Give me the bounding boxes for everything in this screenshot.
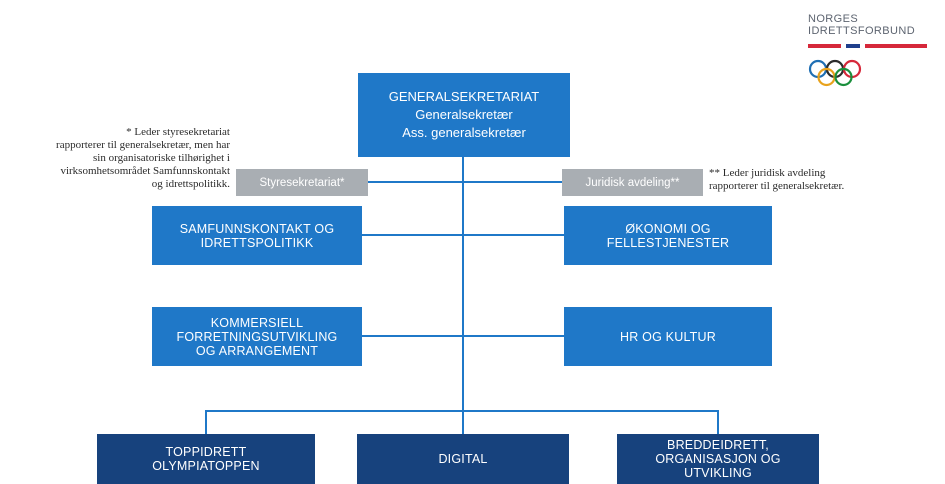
styresekretariat-box: Styresekretariat*: [236, 169, 368, 196]
box-line: ØKONOMI OG: [625, 221, 711, 236]
box-line: KOMMERSIELL: [210, 315, 304, 330]
hr-kultur-box: HR OG KULTUR: [564, 307, 772, 366]
staff-connector-left: [368, 181, 462, 183]
box-line: FORRETNINGSUTVIKLING: [176, 329, 338, 344]
note-line: sin organisatoriske tilhørighet i: [93, 152, 230, 164]
box-line: SAMFUNNSKONTAKT OG: [179, 221, 335, 236]
note-line: rapporterer til generalsekretær, men har: [56, 139, 230, 151]
flag-stripe: [808, 44, 927, 48]
ass-generalsekretar-label: Ass. generalsekretær: [402, 125, 526, 140]
note-line: rapporterer til generalsekretær.: [709, 180, 845, 192]
box-line: OLYMPIATOPPEN: [152, 459, 260, 473]
box-line: BREDDEIDRETT,: [667, 438, 769, 452]
box-line: TOPPIDRETT: [165, 445, 247, 459]
generalsekretariat-box: GENERALSEKRETARIAT Generalsekretær Ass. …: [358, 73, 570, 157]
box-line: DIGITAL: [438, 452, 488, 466]
okonomi-box: ØKONOMI OG FELLESTJENESTER: [564, 206, 772, 265]
staff-connector-right: [464, 181, 562, 183]
styresekretariat-note: * Leder styresekretariat rapporterer til…: [56, 126, 230, 191]
note-line: * Leder styresekretariat: [126, 126, 230, 138]
drop-line-left: [205, 410, 207, 434]
box-line: HR OG KULTUR: [620, 329, 716, 344]
norges-idrettsforbund-logo-icon: [808, 44, 927, 87]
juridisk-avdeling-label: Juridisk avdeling**: [585, 176, 680, 189]
digital-box: DIGITAL: [357, 434, 569, 484]
breddeidrett-box: BREDDEIDRETT, ORGANISASJON OG UTVIKLING: [617, 434, 819, 484]
toppidrett-box: TOPPIDRETT OLYMPIATOPPEN: [97, 434, 315, 484]
row2-connector-right: [464, 335, 564, 337]
logo-text-line2: IDRETTSFORBUND: [808, 24, 916, 37]
styresekretariat-label: Styresekretariat*: [259, 176, 345, 189]
drop-line-center: [462, 410, 464, 434]
kommersiell-box: KOMMERSIELL FORRETNINGSUTVIKLING OG ARRA…: [152, 307, 362, 366]
juridisk-avdeling-box: Juridisk avdeling**: [562, 169, 703, 196]
box-line: UTVIKLING: [684, 466, 752, 480]
samfunnskontakt-box: SAMFUNNSKONTAKT OG IDRETTSPOLITIKK: [152, 206, 362, 265]
drop-line-right: [717, 410, 719, 434]
box-line: FELLESTJENESTER: [606, 235, 730, 250]
box-line: IDRETTSPOLITIKK: [200, 235, 314, 250]
row2-connector-left: [362, 335, 462, 337]
box-line: ORGANISASJON OG: [655, 452, 781, 466]
trunk-line: [462, 157, 464, 411]
row1-connector-right: [464, 234, 564, 236]
generalsekretar-label: Generalsekretær: [415, 107, 513, 122]
row1-connector-left: [362, 234, 462, 236]
box-line: OG ARRANGEMENT: [195, 343, 319, 358]
note-line: ** Leder juridisk avdeling: [709, 167, 826, 179]
juridisk-note: ** Leder juridisk avdeling rapporterer t…: [709, 167, 844, 193]
logo-text-line1: NORGES: [808, 13, 859, 25]
note-line: og idrettspolitikk.: [151, 178, 230, 190]
olympic-rings-icon: [808, 59, 862, 87]
generalsekretariat-title: GENERALSEKRETARIAT: [388, 89, 540, 104]
note-line: virksomhetsområdet Samfunnskontakt: [60, 165, 230, 177]
